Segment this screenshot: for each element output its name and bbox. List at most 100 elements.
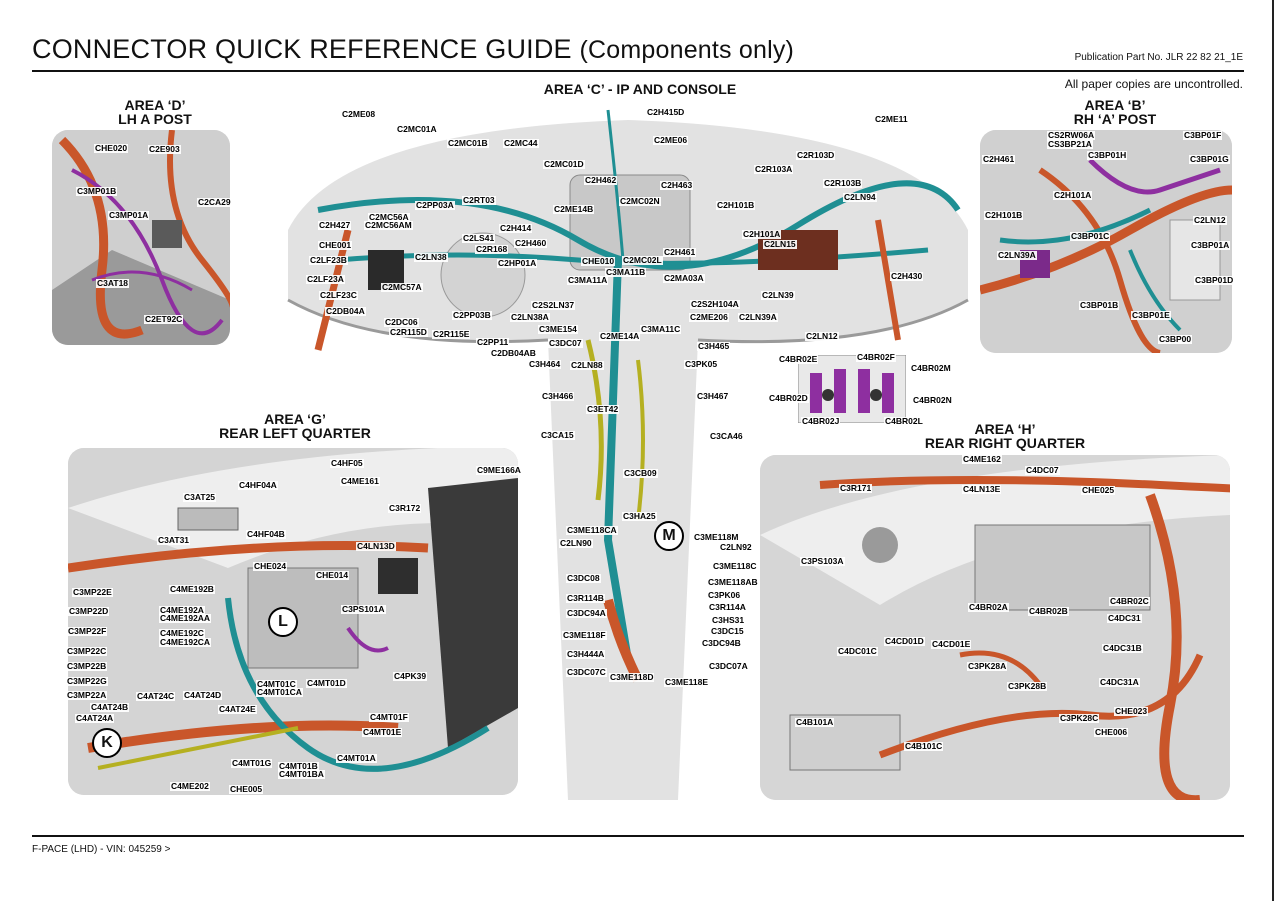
connector-label: C2ME08	[341, 109, 377, 119]
connector-label: C3DC94A	[566, 608, 607, 618]
connector-label: C2H101B	[716, 200, 756, 210]
connector-label: C4MT01E	[362, 727, 403, 737]
connector-label: C3MA11C	[640, 324, 682, 334]
connector-label: C3R171	[839, 483, 873, 493]
connector-label: C4LN13E	[962, 484, 1002, 494]
connector-label: C3AT31	[157, 535, 191, 545]
connector-label: C2R115E	[432, 329, 471, 339]
connector-label: C4ME192CA	[159, 637, 212, 647]
connector-label: C3R172	[388, 503, 422, 513]
connector-label: C3H465	[697, 341, 731, 351]
connector-label: C4HF05	[330, 458, 364, 468]
connector-label: C4DC31A	[1099, 677, 1140, 687]
connector-label: C3MP01B	[76, 186, 118, 196]
connector-label: C3MP22G	[66, 676, 108, 686]
connector-label: C2MC02N	[619, 196, 661, 206]
connector-label: C3DC07A	[708, 661, 749, 671]
area-h-image	[760, 455, 1230, 800]
connector-label: C2MC01B	[447, 138, 489, 148]
connector-label: C3PS103A	[800, 556, 845, 566]
connector-label: C3DC08	[566, 573, 601, 583]
connector-label: C3MP22A	[66, 690, 108, 700]
footer-vehicle: F-PACE (LHD) - VIN: 045259 >	[32, 844, 171, 855]
connector-label: C4CD01D	[884, 636, 925, 646]
connector-label: C4MT01CA	[256, 687, 303, 697]
connector-label: C3BP01D	[1194, 275, 1235, 285]
connector-label: C4HF04A	[238, 480, 278, 490]
connector-label: C2S2LN37	[531, 300, 576, 310]
area-b-title: AREA ‘B’	[1084, 97, 1146, 113]
connector-label: C2H463	[660, 180, 694, 190]
connector-label: C2LF23C	[319, 290, 358, 300]
area-d-title: AREA ‘D’	[124, 97, 186, 113]
connector-label: C4ME192AA	[159, 613, 212, 623]
connector-label: C4BR02J	[801, 416, 841, 426]
area-c-title: AREA ‘C’ - IP AND CONSOLE	[543, 81, 737, 97]
area-g-subtitle: REAR LEFT QUARTER	[219, 425, 371, 441]
connector-label: C2H101B	[984, 210, 1024, 220]
connector-label: C4MT01BA	[278, 769, 325, 779]
connector-label: C2MC57A	[381, 282, 423, 292]
connector-label: C4BR02F	[856, 352, 896, 362]
connector-label: C2H430	[890, 271, 924, 281]
connector-label: C9ME166A	[476, 465, 522, 475]
title-suffix: (Components only)	[579, 36, 795, 64]
connector-label: C4AT24D	[183, 690, 223, 700]
connector-label: C2DB04A	[325, 306, 366, 316]
connector-label: C2RT03	[462, 195, 496, 205]
connector-label: C3ME118C	[712, 561, 758, 571]
connector-label: C2PP03B	[452, 310, 492, 320]
connector-label: C2H462	[584, 175, 618, 185]
connector-label: C2ME14A	[599, 331, 641, 341]
connector-label: C3H444A	[566, 649, 606, 659]
connector-label: C3ME118F	[562, 630, 607, 640]
connector-label: C3R114A	[708, 602, 747, 612]
connector-label: C2DC06	[384, 317, 419, 327]
connector-label: C2E903	[148, 144, 181, 154]
connector-label: C2R103D	[796, 150, 836, 160]
connector-label: C3HS31	[711, 615, 746, 625]
connector-label: CHE014	[315, 570, 350, 580]
connector-label: C2MC56AM	[364, 220, 413, 230]
connector-label: C4PK39	[393, 671, 428, 681]
connector-label: C3PK28A	[967, 661, 1008, 671]
connector-label: C2H414	[499, 223, 533, 233]
connector-label: C2LN38	[414, 252, 448, 262]
connector-label: C4DC07	[1025, 465, 1060, 475]
connector-label: C4MT01B	[278, 761, 319, 771]
marker-k: K	[92, 728, 122, 758]
connector-label: CHE001	[318, 240, 353, 250]
area-b-subtitle: RH ‘A’ POST	[1073, 111, 1157, 127]
connector-label: C3BP00	[1158, 334, 1193, 344]
title-main: CONNECTOR QUICK REFERENCE GUIDE	[32, 34, 572, 64]
area-c-heading: AREA ‘C’ - IP AND CONSOLE	[510, 82, 770, 96]
connector-label: C4BR02E	[778, 354, 819, 364]
connector-label: C2PP11	[476, 337, 510, 347]
area-h-subtitle: REAR RIGHT QUARTER	[924, 435, 1086, 451]
connector-label: C3PK06	[707, 590, 742, 600]
connector-label: C3PK28C	[1059, 713, 1100, 723]
connector-label: C3MP22D	[68, 606, 110, 616]
connector-label: C2LS41	[462, 233, 496, 243]
connector-label: C2H461	[663, 247, 697, 257]
connector-label: C3H467	[696, 391, 730, 401]
connector-label: C2LF23A	[306, 274, 345, 284]
connector-label: C3H466	[541, 391, 575, 401]
connector-label: CHE020	[94, 143, 129, 153]
connector-label: C4AT24B	[90, 702, 130, 712]
page-title: CONNECTOR QUICK REFERENCE GUIDE (Compone…	[32, 34, 794, 65]
connector-label: C4BR02L	[884, 416, 924, 426]
connector-label: C4BR02D	[768, 393, 809, 403]
connector-label: C4AT24E	[218, 704, 257, 714]
connector-label: C2LN38A	[510, 312, 550, 322]
connector-label: C4ME161	[340, 476, 380, 486]
connector-label: CS3BP21A	[1047, 139, 1093, 149]
connector-label: C3ME118E	[664, 677, 709, 687]
connector-label: C3BP01F	[1183, 130, 1223, 140]
fuse-box-inset	[798, 355, 906, 423]
connector-label: C4MT01A	[336, 753, 377, 763]
connector-label: C4MT01D	[306, 678, 347, 688]
connector-label: C2H427	[318, 220, 352, 230]
connector-label: C4BR02A	[968, 602, 1009, 612]
connector-label: C3ET42	[586, 404, 620, 414]
